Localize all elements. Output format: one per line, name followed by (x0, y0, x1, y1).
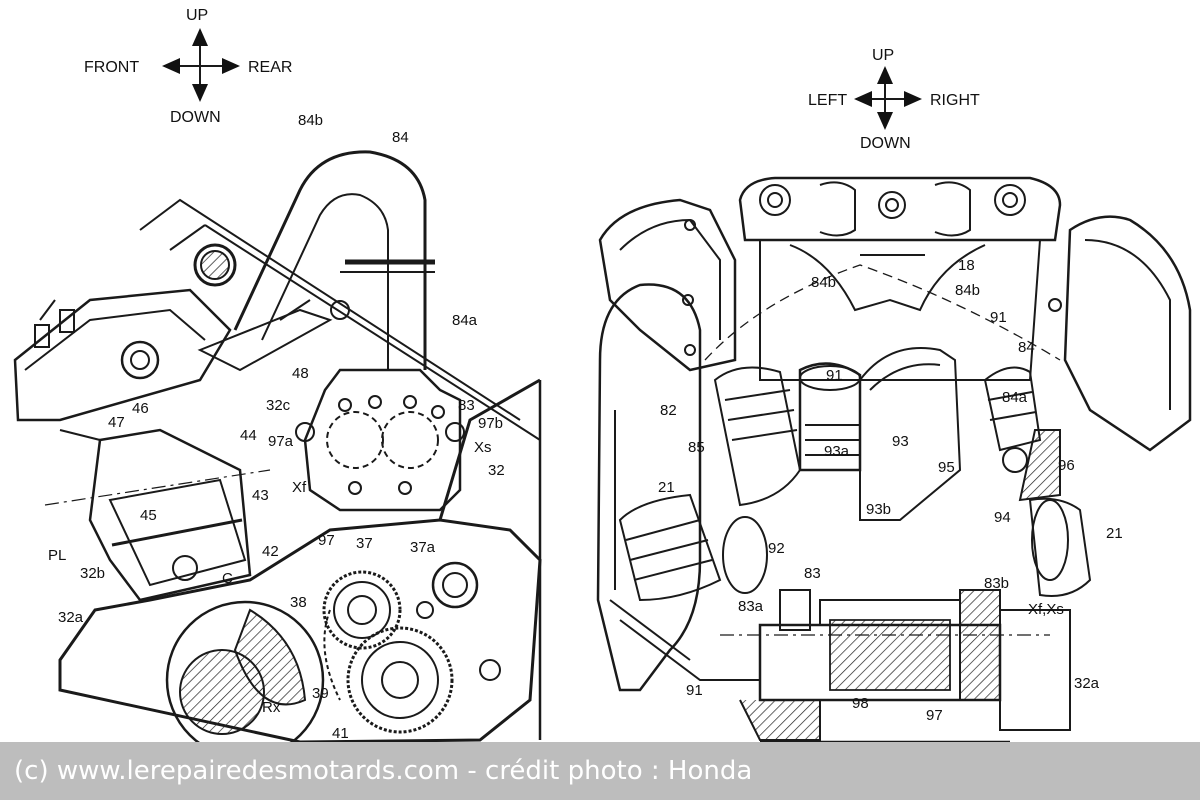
right-direction-cross (854, 66, 922, 130)
right-part-label-9: 93a (824, 443, 850, 460)
left-part-label-10: 97a (268, 433, 294, 450)
left-part-label-12: Xf (292, 479, 307, 496)
right-part-label-25: 32a (1074, 675, 1100, 692)
left-part-label-0: 84b (298, 112, 323, 129)
right-part-label-1: 84b (811, 274, 836, 291)
right-part-label-2: 84b (955, 282, 980, 299)
right-labels: 18 84b 84b 91 84 91 82 84a 85 93a 93 95 96 21 93b 94 21 9… (658, 257, 1123, 724)
right-part-label-19: 83b (984, 575, 1009, 592)
right-part-label-7: 84a (1002, 389, 1028, 406)
right-part-label-18: 83 (804, 565, 821, 582)
left-rear-label: REAR (248, 59, 292, 76)
right-up-label: UP (872, 47, 894, 64)
right-part-label-16: 21 (1106, 525, 1123, 542)
right-right-label: RIGHT (930, 92, 980, 109)
right-down-label: DOWN (860, 135, 911, 152)
left-front-label: FRONT (84, 59, 139, 76)
left-part-label-18: 42 (262, 543, 279, 560)
right-part-label-5: 91 (826, 367, 843, 384)
left-part-label-3: 48 (292, 365, 309, 382)
left-part-label-20: 37 (356, 535, 373, 552)
left-part-label-27: 41 (332, 725, 349, 742)
left-part-label-17: 32b (80, 565, 105, 582)
right-left-label: LEFT (808, 92, 847, 109)
left-part-label-25: 39 (312, 685, 329, 702)
right-part-label-8: 85 (688, 439, 705, 456)
left-part-label-14: 45 (140, 507, 157, 524)
left-down-label: DOWN (170, 109, 221, 126)
right-part-label-0: 18 (958, 257, 975, 274)
right-part-label-21: Xf,Xs (1028, 601, 1064, 618)
right-part-label-3: 91 (990, 309, 1007, 326)
left-part-label-1: 84 (392, 129, 409, 146)
left-part-label-21: 37a (410, 539, 436, 556)
right-part-label-11: 95 (938, 459, 955, 476)
left-engine-side-view (13, 28, 542, 760)
left-direction-cross (162, 28, 240, 102)
left-part-label-11: Xs (474, 439, 492, 456)
left-up-label: UP (186, 7, 208, 24)
left-part-label-8: 83 (458, 397, 475, 414)
watermark-text: (c) www.lerepairedesmotards.com - crédit… (14, 756, 753, 786)
right-engine-front-view (596, 66, 1192, 744)
right-part-label-13: 21 (658, 479, 675, 496)
left-part-label-26: Rx (262, 699, 281, 716)
right-part-label-4: 84 (1018, 339, 1035, 356)
left-part-label-2: 84a (452, 312, 478, 329)
left-part-label-9: 97b (478, 415, 503, 432)
right-part-label-22: 91 (686, 682, 703, 699)
left-part-label-7: 44 (240, 427, 257, 444)
right-part-label-24: 97 (926, 707, 943, 724)
right-part-label-14: 93b (866, 501, 891, 518)
left-part-label-24: 32a (58, 609, 84, 626)
right-part-label-10: 93 (892, 433, 909, 450)
left-part-label-13: 43 (252, 487, 269, 504)
left-part-label-22: C (222, 570, 233, 587)
left-part-label-4: 46 (132, 400, 149, 417)
right-part-label-20: 83a (738, 598, 764, 615)
left-part-label-23: 38 (290, 594, 307, 611)
left-part-label-19: 97 (318, 532, 335, 549)
left-part-label-16: PL (48, 547, 66, 564)
right-part-label-12: 96 (1058, 457, 1075, 474)
left-part-label-6: 32c (266, 397, 291, 414)
watermark-bar: (c) www.lerepairedesmotards.com - crédit… (0, 742, 1200, 800)
right-part-label-23: 98 (852, 695, 869, 712)
right-part-label-15: 94 (994, 509, 1011, 526)
right-part-label-17: 92 (768, 540, 785, 557)
left-part-label-5: 47 (108, 414, 125, 431)
right-part-label-6: 82 (660, 402, 677, 419)
left-part-label-15: 32 (488, 462, 505, 479)
